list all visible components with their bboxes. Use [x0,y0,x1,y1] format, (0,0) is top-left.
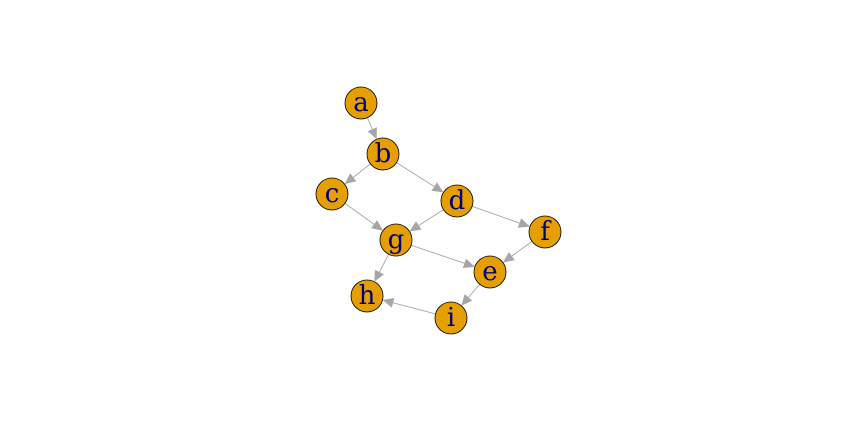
edge-d-to-g [409,209,444,232]
node-label: a [353,88,369,118]
edge-b-to-c [344,163,371,185]
edge-g-to-h [374,254,390,282]
edge-line [418,209,444,226]
edges-layer [344,117,533,315]
node-d: d [440,184,474,218]
arrowhead-icon [344,173,357,185]
node-f: f [528,215,562,249]
node-a: a [344,86,378,120]
node-circle [440,184,474,218]
edge-line [352,163,371,178]
arrowhead-icon [502,252,515,263]
node-label: e [482,257,497,287]
arrowhead-icon [517,218,530,228]
node-circle [528,215,562,249]
node-circle [434,301,468,335]
edge-line [511,241,533,257]
node-circle [350,279,384,313]
nodes-layer: ab c d f g e h i [315,86,562,335]
edge-g-to-e [411,244,475,269]
node-label: i [447,303,455,333]
edge-line [393,302,436,315]
node-circle [379,223,413,257]
edge-d-to-f [471,205,530,228]
node-label: b [375,139,392,169]
edge-e-to-i [461,283,480,306]
node-label: f [540,217,552,247]
node-b: b [366,137,400,171]
node-label: g [388,225,405,255]
node-i: i [434,301,468,335]
node-circle [315,177,349,211]
edge-line [471,205,520,224]
arrowhead-icon [374,269,384,282]
arrowhead-icon [462,258,475,269]
arrowhead-icon [371,220,384,231]
edge-line [344,202,375,225]
arrowhead-icon [431,182,444,193]
arrowhead-icon [382,298,395,308]
node-circle [344,86,378,120]
edge-line [396,162,435,187]
edge-f-to-e [502,241,533,263]
node-label: d [449,186,466,216]
node-h: h [350,279,384,313]
node-e: e [473,255,507,289]
node-g: g [379,223,413,257]
arrowhead-icon [367,127,377,140]
edge-line [411,244,465,264]
edge-c-to-g [344,202,384,231]
edge-a-to-b [366,117,377,140]
edge-i-to-h [382,298,436,315]
edge-line [379,254,390,273]
arrowhead-icon [461,294,473,306]
arrowhead-icon [409,221,422,232]
node-label: h [359,281,376,311]
edge-b-to-d [396,162,444,193]
node-circle [473,255,507,289]
edge-line [468,283,480,298]
edge-line [366,117,373,130]
node-c: c [315,177,349,211]
node-circle [366,137,400,171]
node-label: c [325,179,340,209]
